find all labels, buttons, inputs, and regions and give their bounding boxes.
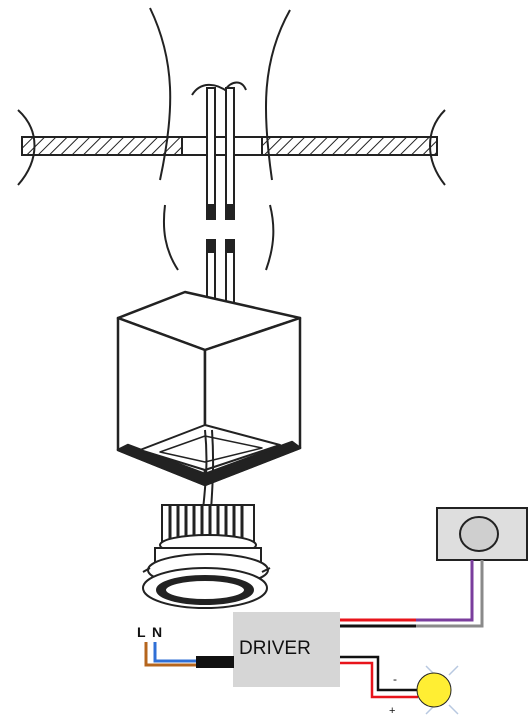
led-bulb	[416, 665, 459, 715]
driver-label: DRIVER	[239, 638, 311, 659]
driver-box: DRIVER	[233, 612, 340, 687]
ceiling-supply-wires	[191, 81, 247, 220]
mains-cable: L N	[137, 624, 234, 668]
led-output-cables	[340, 655, 418, 699]
ceiling-panel	[21, 136, 438, 156]
fixture-housing	[116, 290, 302, 487]
fixture-wires	[206, 239, 235, 305]
led-minus-label: -	[393, 672, 397, 686]
led-plus-label: +	[389, 705, 395, 717]
neutral-wire	[153, 642, 196, 663]
dimmer-switch	[436, 507, 528, 561]
led-module	[142, 504, 271, 609]
neutral-label: N	[152, 624, 162, 640]
module-cable	[202, 429, 215, 511]
switch-cables	[340, 560, 484, 628]
live-wire	[144, 642, 196, 667]
live-label: L	[137, 624, 146, 640]
